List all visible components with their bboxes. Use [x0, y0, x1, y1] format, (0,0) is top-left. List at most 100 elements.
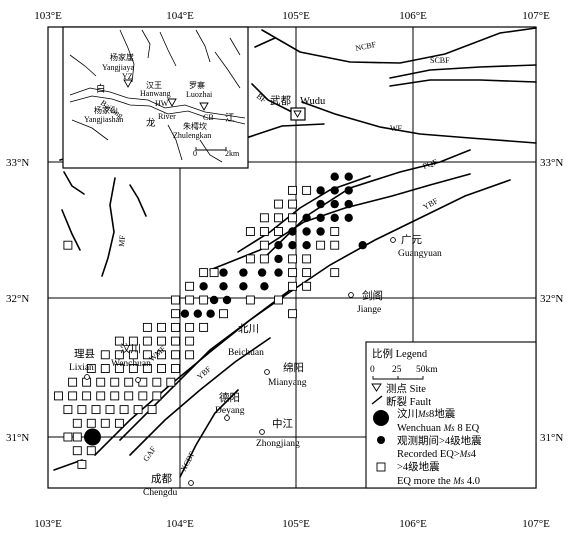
city-dot-lixian	[84, 374, 90, 380]
latitude-labels: 33°N 32°N 31°N 33°N 32°N 31°N	[6, 157, 563, 444]
city-deyang-zh: 德阳	[219, 391, 240, 404]
eq-more-than-ms4-marker	[72, 432, 82, 442]
eq-more-than-ms4-marker	[91, 405, 101, 415]
lon-label-104-bottom: 104°E	[166, 518, 194, 530]
eq-more-than-ms4-marker	[302, 185, 312, 195]
eq-more-than-ms4-marker	[157, 322, 166, 332]
eq-more-than-ms4-marker	[138, 391, 148, 401]
eq-more-than-ms4-layer	[54, 185, 340, 469]
lon-label-106: 106°E	[399, 10, 427, 22]
city-dot-mianyang	[264, 369, 270, 375]
inset-yangjiashan-en: Yangjiashan	[84, 115, 123, 124]
eq-more-than-ms4-marker	[259, 240, 269, 250]
mainshock-legend-icon	[373, 410, 389, 426]
eq-more-than-ms4-marker	[63, 240, 73, 250]
fault-ncbf	[261, 27, 537, 64]
eq-more-than-ms4-marker	[288, 199, 297, 209]
inset-river-zh-mid: 龙	[146, 117, 156, 129]
eq-more-than-ms4-marker	[54, 391, 63, 401]
eq-more-than-ms4-marker	[330, 227, 340, 236]
lon-label-103-bottom: 103°E	[34, 518, 62, 530]
lon-label-107: 107°E	[522, 10, 550, 22]
eq-recorded-ms4-marker	[330, 186, 339, 195]
eq-more-than-ms4-marker	[114, 364, 124, 373]
eq-more-than-ms4-marker	[302, 268, 312, 278]
eq-more-than-ms4-marker	[157, 336, 166, 346]
eq-recorded-ms4-marker	[274, 254, 283, 264]
city-mianyang-en: Mianyang	[268, 378, 307, 388]
eq-more-than-ms4-marker	[185, 281, 195, 291]
eq-more-than-ms4-marker	[152, 377, 162, 387]
eq-more-than-ms4-marker	[142, 364, 152, 373]
eq-more-than-ms4-marker	[171, 336, 180, 346]
eq-more-than-ms4-marker	[128, 350, 138, 360]
city-dot-jiange	[348, 292, 354, 298]
inset-zhulengkan-zh: 朱樗坎	[183, 121, 207, 131]
fault-label-ybf-sw: YBF	[195, 364, 213, 381]
fault-west-3	[61, 209, 81, 251]
legend-ms8-line2: Wenchuan Ms 8 EQ	[397, 423, 480, 434]
eq-recorded-ms4-marker	[222, 295, 232, 305]
city-jiange-zh: 剑阁	[362, 289, 383, 302]
eq-more-than-ms4-marker	[128, 336, 138, 346]
eq-recorded-ms4-marker	[316, 213, 325, 222]
eq-more-than-ms4-marker	[288, 268, 297, 278]
city-dot-deyang	[224, 415, 230, 421]
fault-label-mf: MF	[117, 234, 127, 247]
legend-more-line2: EQ more the Ms 4.0	[397, 476, 480, 487]
eq-more-than-ms4-marker	[96, 377, 106, 387]
city-wenchuan-en: Wenchuan	[111, 359, 151, 369]
city-guangyuan-en: Guangyuan	[398, 249, 442, 259]
eq-more-than-ms4-marker	[100, 418, 110, 428]
city-zhongjiang-en: Zhongjiang	[256, 439, 300, 449]
eq-more-than-ms4-marker	[199, 295, 209, 305]
site-legend-icon	[371, 383, 382, 392]
city-lixian-en: Lixian	[69, 363, 94, 373]
legend-more-line1: >4级地震	[397, 460, 440, 473]
longitude-labels: 103°E 104°E 105°E 106°E 107°E 103°E 104°…	[34, 10, 550, 530]
fault-west-2	[63, 171, 85, 195]
inset-hanwang-zh: 汉王	[146, 81, 162, 90]
eq-more-than-ms4-marker	[171, 322, 180, 332]
eq-recorded-ms4-marker	[330, 199, 339, 209]
eq-more-than-ms4-marker	[209, 268, 219, 278]
legend-scale-0: 0	[370, 365, 375, 375]
fault-ybf-north	[209, 173, 471, 271]
eq-more-than-ms4-marker	[274, 213, 283, 223]
eq-more-than-ms4-marker	[152, 391, 162, 401]
city-mianyang-zh: 绵阳	[283, 361, 304, 374]
legend-scale-25: 25	[392, 365, 402, 375]
eq-more-than-ms4-marker	[105, 405, 115, 415]
lat-label-33-right: 33°N	[540, 157, 563, 169]
eq-more-than-ms4-marker	[288, 213, 297, 223]
lon-label-104: 104°E	[166, 10, 194, 22]
inset-yangjiaya-en: Yangjiaya	[102, 63, 135, 72]
eq-more-than-ms4-marker	[245, 254, 255, 264]
eq-more-than-ms4-marker	[77, 405, 87, 415]
eq-more-than-ms4-marker	[86, 364, 96, 373]
eq-recorded-ms4-marker	[260, 282, 269, 291]
city-dot-chengdu	[188, 480, 194, 486]
eq-more-than-ms4-marker	[316, 240, 326, 250]
eq-more-than-ms4-marker	[330, 268, 340, 278]
fault-label-bf: BF	[255, 92, 269, 106]
more-eq-legend-icon	[376, 462, 386, 472]
eq-more-than-ms4-marker	[114, 418, 124, 428]
eq-more-than-ms4-marker	[68, 391, 78, 401]
inset-yangjiashan-zh: 杨家山	[94, 105, 118, 115]
city-dot-guangyuan	[390, 237, 396, 243]
eq-more-than-ms4-marker	[219, 309, 228, 319]
eq-recorded-ms4-marker	[316, 227, 325, 236]
eq-more-than-ms4-marker	[86, 446, 96, 456]
eq-more-than-ms4-marker	[199, 322, 209, 332]
eq-recorded-ms4-marker	[180, 309, 190, 318]
eq-more-than-ms4-marker	[171, 350, 180, 360]
inset-rivers	[69, 29, 246, 163]
inset-frame	[62, 26, 249, 169]
fault-wf	[301, 101, 537, 144]
inset-yangjiaya-zh: 杨家崖	[110, 52, 134, 62]
city-wenchuan-zh: 汶川	[120, 342, 141, 355]
lat-label-32: 32°N	[6, 293, 29, 305]
eq-more-than-ms4-marker	[133, 405, 143, 415]
eq-more-than-ms4-marker	[157, 364, 166, 373]
